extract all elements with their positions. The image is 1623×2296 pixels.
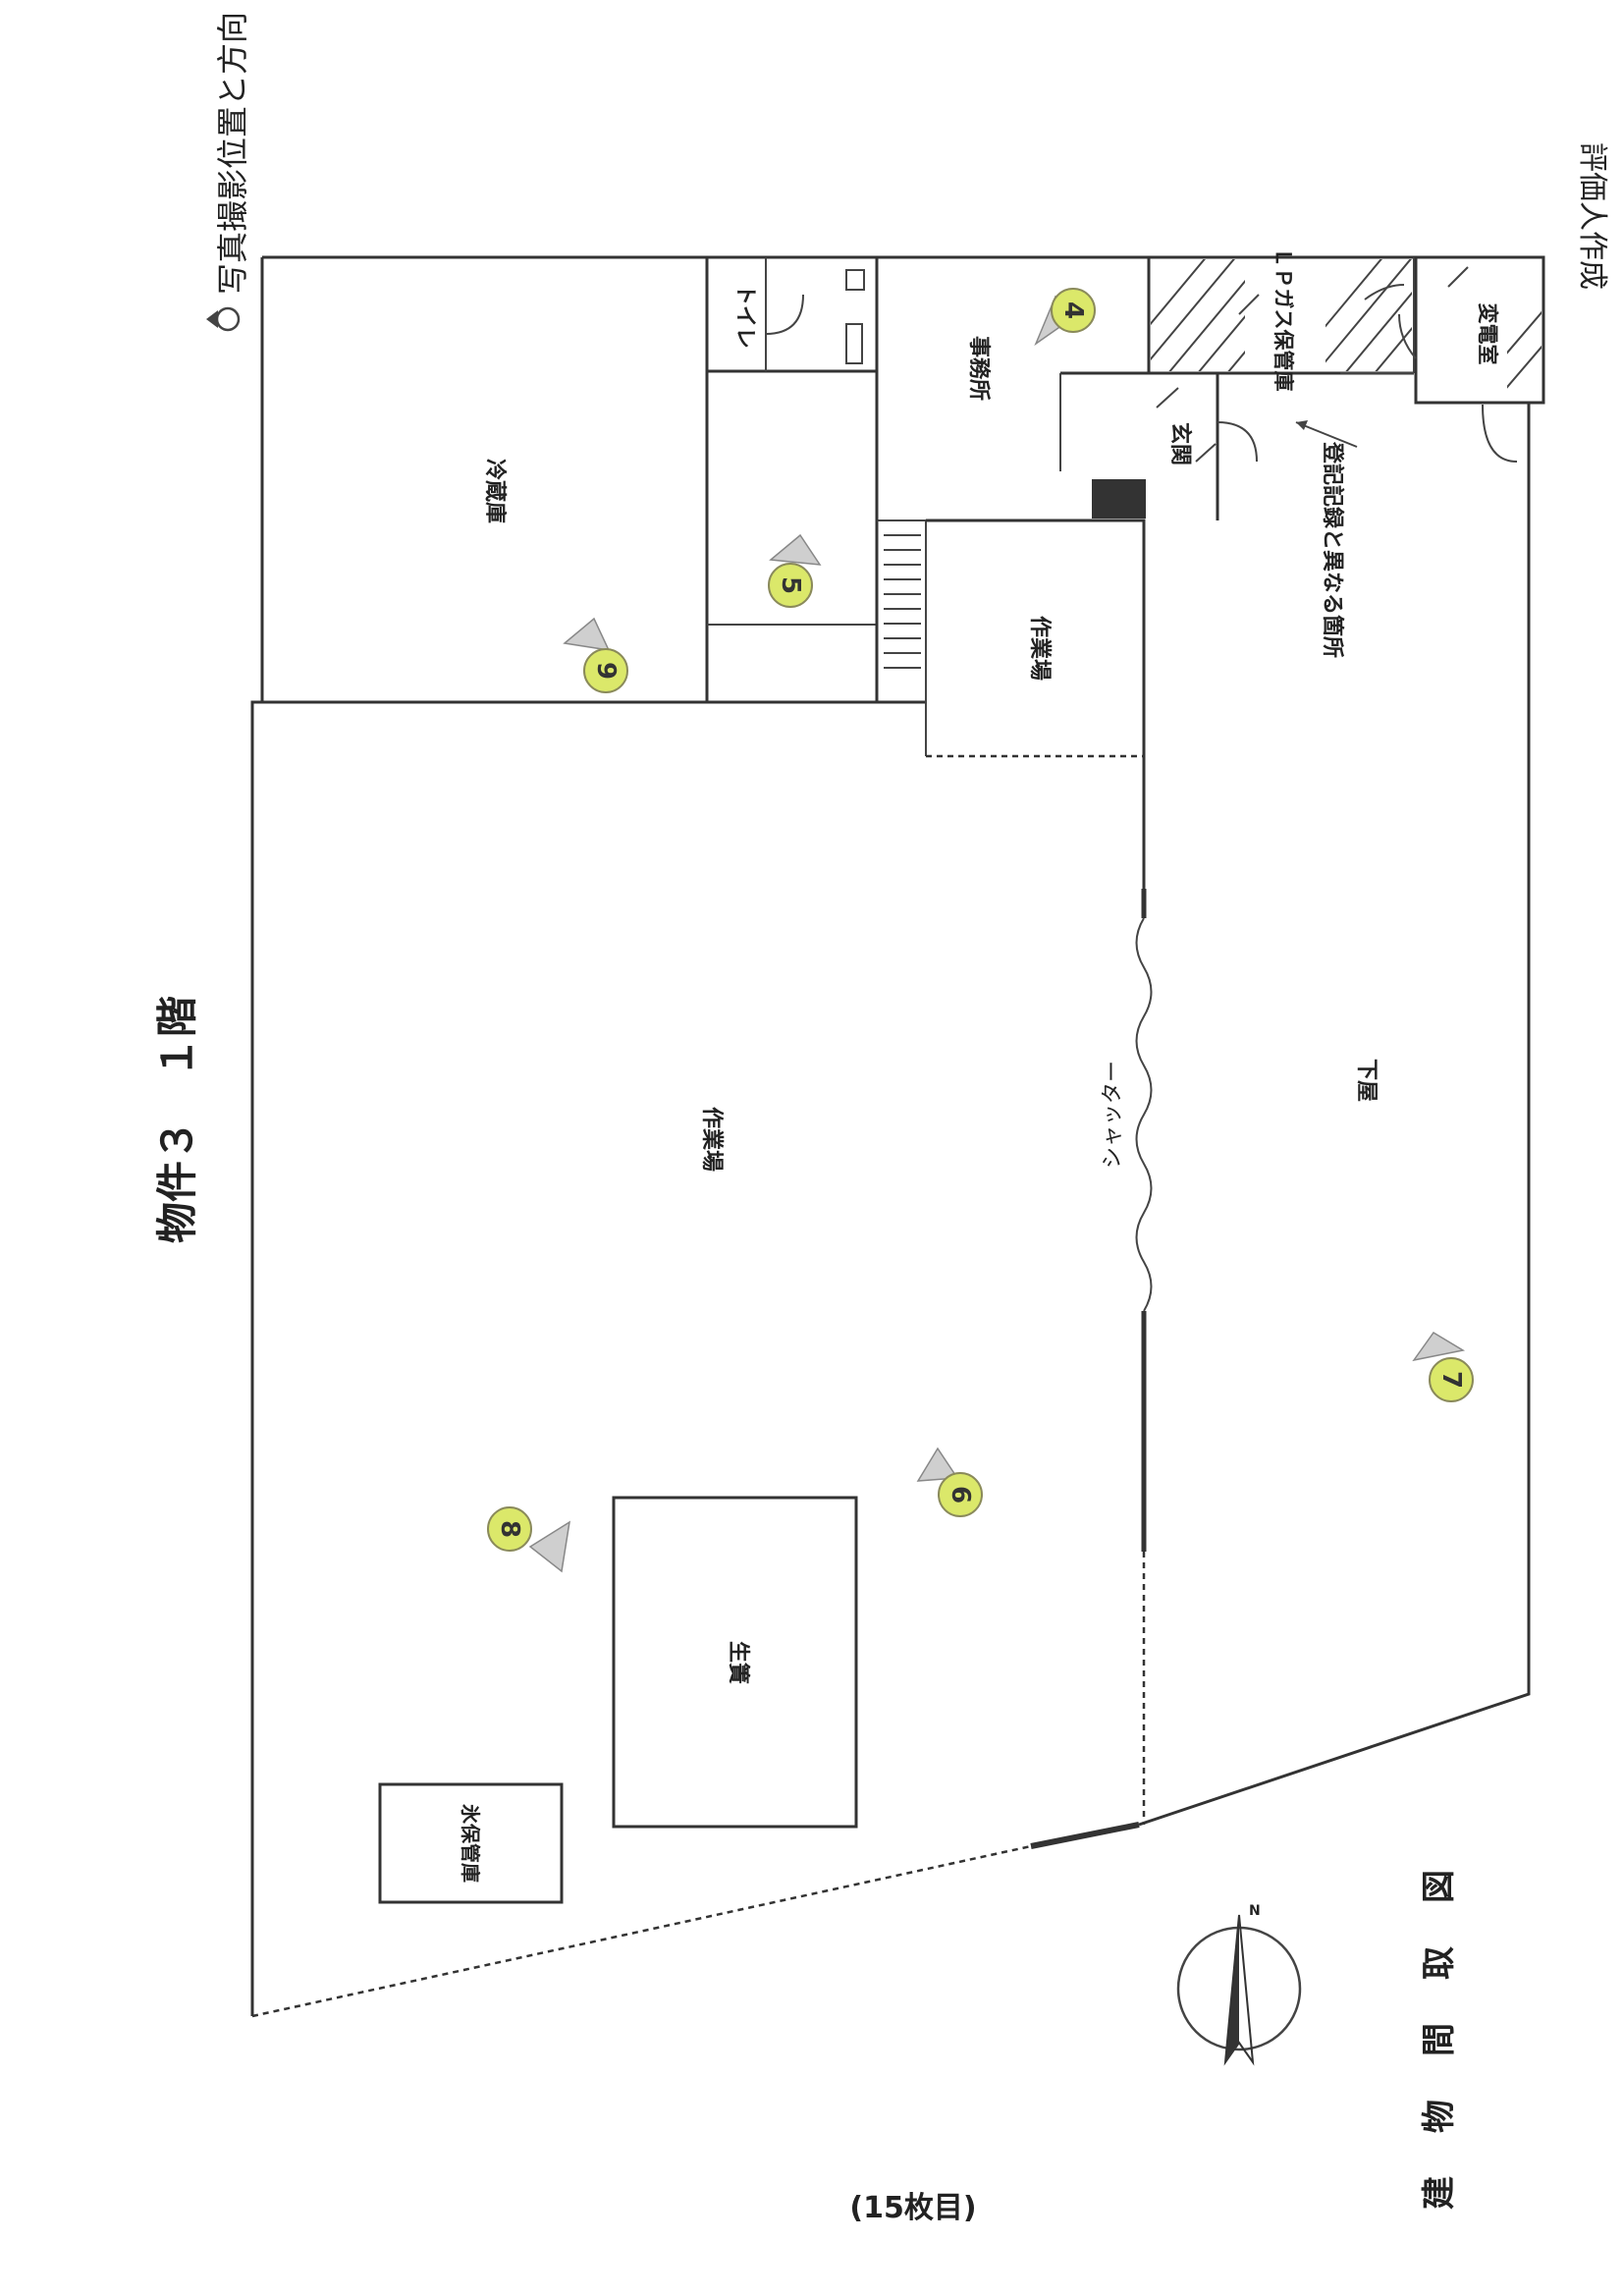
fish-tank-label: 生簀 — [726, 1641, 751, 1684]
discrepancy-note: 登記記録と異なる箇所 — [1295, 420, 1358, 658]
workshop-small-label: 作業場 — [1027, 616, 1052, 681]
photo-marker-6: 6 — [916, 1447, 983, 1517]
toilet-label: トイレ — [732, 284, 757, 349]
author-text: 評価人作成 — [1575, 142, 1609, 290]
photo-marker-5: 5 — [768, 533, 822, 608]
discrepancy-label: 登記記録と異なる箇所 — [1320, 441, 1345, 658]
toilet-area: トイレ — [707, 257, 879, 702]
lp-gas-storage: ＬＰガス保管庫 — [1149, 247, 1542, 392]
svg-text:6: 6 — [946, 1486, 975, 1503]
drawing-title: 建物間取図 — [1420, 1827, 1459, 2210]
eaves-label: 下屋 — [1354, 1059, 1379, 1102]
photo-marker-8: 8 — [487, 1506, 571, 1573]
photo-marker-7: 7 — [1412, 1332, 1474, 1402]
ice-storage: 氷保管庫 — [378, 1782, 564, 1904]
shutter-label: シャッター — [1101, 1061, 1125, 1169]
legend-text: 写真撮影位置と方向 — [214, 12, 251, 295]
svg-text:8: 8 — [495, 1520, 524, 1538]
office-label: 事務所 — [966, 336, 992, 401]
page-number: (15枚目) — [849, 2191, 976, 2225]
substation-label: 変電室 — [1476, 303, 1499, 365]
staircase — [877, 519, 927, 702]
photo-marker-4: 4 — [1034, 288, 1096, 347]
workshop-main-label: 作業場 — [699, 1107, 724, 1172]
svg-text:9: 9 — [591, 662, 621, 680]
ice-storage-label: 氷保管庫 — [459, 1804, 482, 1883]
entrance-room: 玄関 — [1092, 387, 1258, 519]
svg-text:7: 7 — [1436, 1371, 1466, 1389]
north-compass-icon: N — [1176, 1903, 1302, 2066]
substation-room: 変電室 — [1398, 257, 1543, 463]
cold-storage-room: 冷蔵庫 — [482, 257, 709, 702]
fish-tank: 生簀 — [612, 1496, 858, 1829]
entrance-label: 玄関 — [1167, 422, 1193, 465]
north-label: N — [1249, 1903, 1261, 1919]
office-room: 事務所 — [875, 257, 1219, 520]
lp-gas-label: ＬＰガス保管庫 — [1271, 247, 1295, 392]
workshop-small-room: 作業場 — [925, 519, 1146, 889]
svg-text:4: 4 — [1058, 301, 1088, 319]
photo-marker-9: 9 — [563, 617, 628, 693]
cold-storage-label: 冷蔵庫 — [482, 459, 508, 523]
legend-group: 写真撮影位置と方向 — [206, 12, 251, 332]
svg-text:5: 5 — [776, 576, 805, 594]
page-title: 物件３ １階 — [153, 996, 201, 1243]
camera-icon — [206, 306, 241, 332]
shutter: シャッター — [1101, 889, 1153, 1825]
